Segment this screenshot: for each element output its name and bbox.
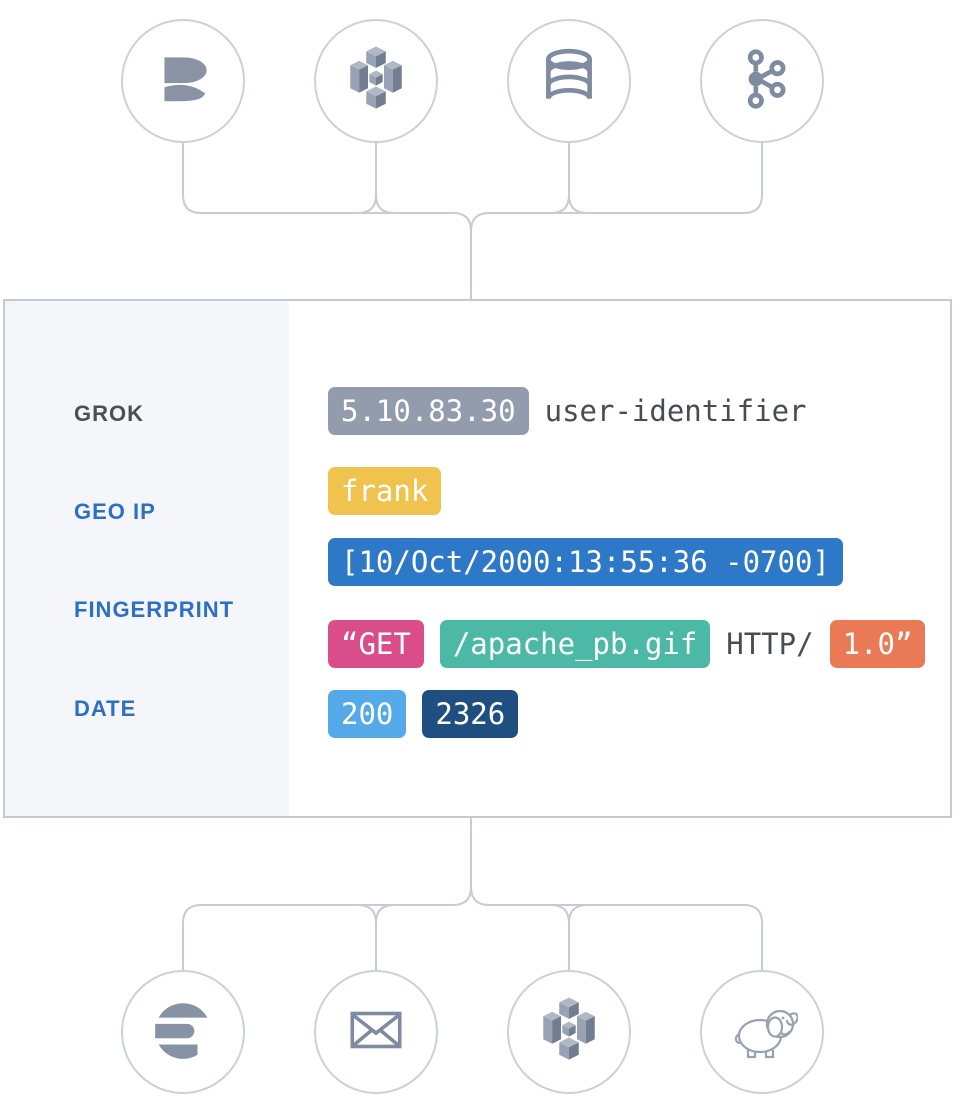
request-path-token: /apache_pb.gif bbox=[439, 620, 711, 668]
source-node-s3 bbox=[314, 19, 438, 143]
kafka-icon bbox=[729, 46, 795, 117]
s3-bucket-icon bbox=[344, 43, 408, 119]
filter-label-fingerprint: FINGERPRINT bbox=[74, 597, 235, 622]
client-ip-token: 5.10.83.30 bbox=[328, 387, 529, 435]
output-node-hadoop bbox=[700, 970, 824, 1094]
source-node-beats bbox=[121, 19, 245, 143]
http-method-token: “GET bbox=[328, 620, 424, 668]
log-token-row: frank bbox=[328, 467, 442, 515]
filter-label-date: DATE bbox=[74, 696, 137, 721]
http-protocol-token: HTTP/ bbox=[726, 627, 814, 661]
log-token-row: 200 2326 bbox=[328, 690, 519, 738]
email-icon bbox=[343, 997, 409, 1068]
filter-label-geo-ip: GEO IP bbox=[74, 499, 156, 524]
output-node-s3 bbox=[507, 970, 631, 1094]
database-icon bbox=[536, 46, 602, 117]
log-token-row: “GET/apache_pb.gif HTTP/1.0” bbox=[328, 620, 926, 668]
ident-token: user-identifier bbox=[544, 394, 807, 428]
logstash-filter-panel: GROK GEO IP FINGERPRINT DATE 5.10.83.30 user… bbox=[3, 299, 952, 818]
log-token-row: [10/Oct/2000:13:55:36 -0700] bbox=[328, 538, 843, 586]
s3-bucket-icon bbox=[537, 994, 601, 1070]
http-version-token: 1.0” bbox=[829, 620, 926, 668]
status-code-token: 200 bbox=[328, 690, 407, 738]
source-node-database bbox=[507, 19, 631, 143]
output-node-elasticsearch bbox=[121, 970, 245, 1094]
elasticsearch-icon bbox=[150, 997, 216, 1068]
timestamp-token: [10/Oct/2000:13:55:36 -0700] bbox=[328, 538, 843, 586]
source-node-kafka bbox=[700, 19, 824, 143]
log-token-row: 5.10.83.30 user-identifier bbox=[328, 387, 807, 435]
filter-label-grok: GROK bbox=[74, 401, 144, 426]
hadoop-elephant-icon bbox=[726, 994, 799, 1071]
beats-icon bbox=[150, 46, 216, 117]
auth-user-token: frank bbox=[328, 467, 442, 515]
output-node-email bbox=[314, 970, 438, 1094]
response-bytes-token: 2326 bbox=[422, 690, 519, 738]
filter-sidebar bbox=[5, 301, 289, 816]
